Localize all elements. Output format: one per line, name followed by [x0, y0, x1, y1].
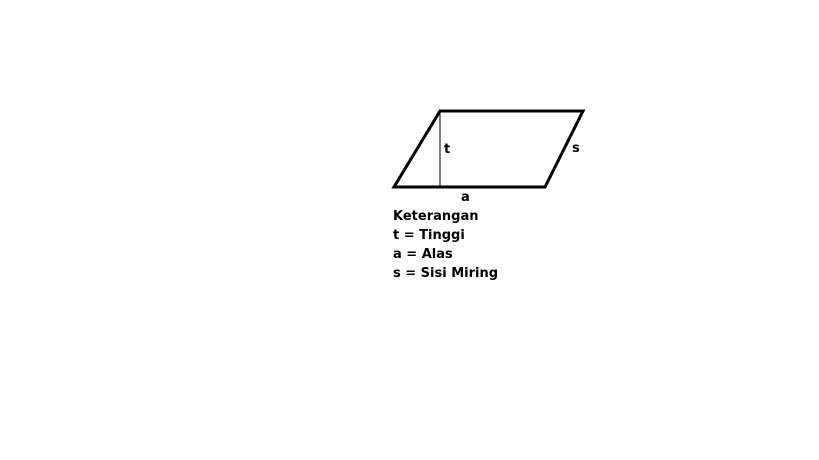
legend: Keterangan t = Tinggi a = Alas s = Sisi …	[393, 207, 498, 283]
legend-item-base: a = Alas	[393, 247, 453, 262]
legend-title: Keterangan	[393, 209, 479, 224]
legend-item-height: t = Tinggi	[393, 228, 465, 243]
height-label: t	[444, 142, 451, 157]
slant-side-label: s	[572, 141, 580, 156]
parallelogram-shape	[391, 109, 586, 189]
legend-item-slant-side: s = Sisi Miring	[393, 266, 499, 281]
base-label: a	[461, 190, 470, 205]
